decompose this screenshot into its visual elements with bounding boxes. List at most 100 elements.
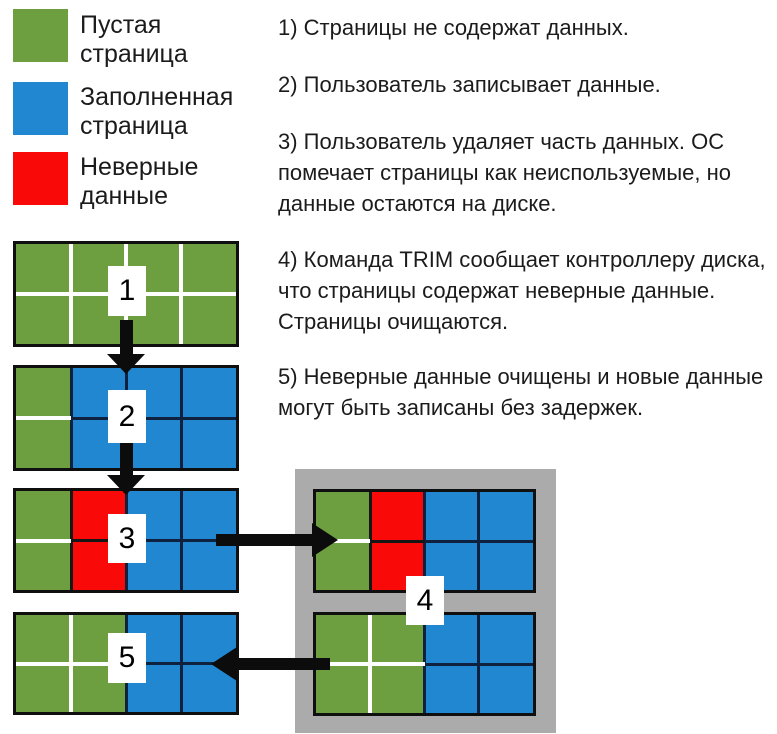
step-marker-3: 3 <box>108 514 146 563</box>
page-cell-blue <box>424 664 479 713</box>
gridline-horizontal <box>71 292 126 296</box>
gridline-horizontal <box>71 539 126 542</box>
grid-state-5 <box>13 612 239 715</box>
arrow-state3-to-state4-head <box>312 523 338 557</box>
page-cell-blue <box>181 540 236 590</box>
arrow-state1-to-state2-shaft <box>119 320 133 354</box>
gridline-vertical <box>69 368 73 418</box>
step-text-2: 2) Пользователь записывает данные. <box>278 72 661 97</box>
page-cell-red <box>370 492 425 541</box>
gridline-vertical <box>179 418 183 468</box>
gridline-vertical <box>423 615 426 664</box>
gridline-horizontal <box>478 539 533 543</box>
gridline-vertical <box>69 491 73 541</box>
gridline-vertical <box>179 244 183 294</box>
gridline-vertical <box>124 540 128 590</box>
gridline-vertical <box>179 294 183 344</box>
gridline-vertical <box>477 492 481 541</box>
gridline-vertical <box>477 541 481 590</box>
page-cell-green <box>16 294 71 344</box>
gridline-horizontal <box>370 539 425 543</box>
gridline-vertical <box>179 663 183 712</box>
page-cell-blue <box>181 418 236 468</box>
arrow-state4-to-state5-shaft <box>237 658 330 670</box>
gridline-vertical <box>124 663 128 712</box>
page-cell-green <box>16 615 71 664</box>
gridline-vertical <box>179 540 183 590</box>
page-cell-green <box>181 294 236 344</box>
page-cell-blue <box>478 664 533 713</box>
page-cell-green <box>316 615 371 664</box>
page-cell-green <box>181 244 236 294</box>
gridline-vertical <box>69 615 73 664</box>
step-marker-1: 1 <box>108 266 146 316</box>
gridline-vertical <box>69 294 73 344</box>
gridline-vertical <box>69 540 73 590</box>
gridline-vertical <box>368 664 373 713</box>
gridline-horizontal <box>181 539 236 542</box>
arrow-state2-to-state3-head <box>107 475 145 495</box>
legend-label-invalid-data: Неверные данные <box>80 153 199 210</box>
page-cell-blue <box>478 541 533 590</box>
step-marker-5: 5 <box>108 633 146 683</box>
gridline-vertical <box>124 294 128 344</box>
gridline-horizontal <box>126 416 181 420</box>
grid-state-4b <box>313 612 536 716</box>
step-text-4: 4) Команда TRIM сообщает контроллеру дис… <box>278 247 766 334</box>
gridline-horizontal <box>181 416 236 420</box>
step-text-5: 5) Неверные данные очищены и новые данны… <box>278 364 764 420</box>
gridline-horizontal <box>16 416 71 420</box>
arrow-state3-to-state4-shaft <box>216 534 312 546</box>
step-marker-4: 4 <box>406 576 444 625</box>
gridline-vertical <box>368 492 372 541</box>
step-text-3: 3) Пользователь удаляет часть данных. ОС… <box>278 129 732 216</box>
gridline-horizontal <box>370 662 425 666</box>
page-cell-green <box>16 663 71 712</box>
gridline-horizontal <box>71 416 126 420</box>
gridline-horizontal <box>181 662 236 665</box>
page-cell-green <box>370 664 425 713</box>
arrow-state1-to-state2-head <box>107 354 145 374</box>
page-cell-green <box>16 368 71 418</box>
gridline-vertical <box>69 244 73 294</box>
page-cell-green <box>316 664 371 713</box>
page-cell-blue <box>181 491 236 541</box>
legend-swatch-invalid-data <box>13 152 68 205</box>
legend-swatch-empty-page <box>13 9 68 62</box>
gridline-vertical <box>69 663 73 712</box>
gridline-horizontal <box>316 662 371 666</box>
page-cell-green <box>16 244 71 294</box>
gridline-horizontal <box>316 539 371 543</box>
gridline-horizontal <box>71 661 126 666</box>
gridline-horizontal <box>126 539 181 542</box>
page-cell-green <box>16 418 71 468</box>
gridline-vertical <box>179 615 183 664</box>
gridline-vertical <box>423 541 426 590</box>
step-text-1: 1) Страницы не содержат данных. <box>278 15 629 40</box>
gridline-vertical <box>477 664 481 713</box>
gridline-horizontal <box>126 662 181 665</box>
gridline-horizontal <box>126 292 181 296</box>
legend-label-empty-page: Пустая страница <box>80 11 188 68</box>
legend-label-filled-page: Заполненная страница <box>80 83 234 140</box>
gridline-horizontal <box>16 538 71 543</box>
gridline-horizontal <box>478 662 533 666</box>
legend-swatch-filled-page <box>13 82 68 135</box>
gridline-horizontal <box>16 292 71 296</box>
page-cell-green <box>16 491 71 541</box>
step-marker-2: 2 <box>108 390 146 443</box>
gridline-vertical <box>69 418 73 468</box>
gridline-vertical <box>179 368 183 418</box>
gridline-vertical <box>423 492 426 541</box>
gridline-horizontal <box>16 661 71 666</box>
arrow-state4-to-state5-head <box>211 647 237 681</box>
gridline-horizontal <box>424 662 479 666</box>
page-cell-blue <box>478 615 533 664</box>
arrow-state2-to-state3-shaft <box>119 443 133 475</box>
page-cell-blue <box>424 492 479 541</box>
gridline-vertical <box>368 615 373 664</box>
gridline-vertical <box>368 541 372 590</box>
gridline-vertical <box>477 615 481 664</box>
page-cell-blue <box>181 368 236 418</box>
